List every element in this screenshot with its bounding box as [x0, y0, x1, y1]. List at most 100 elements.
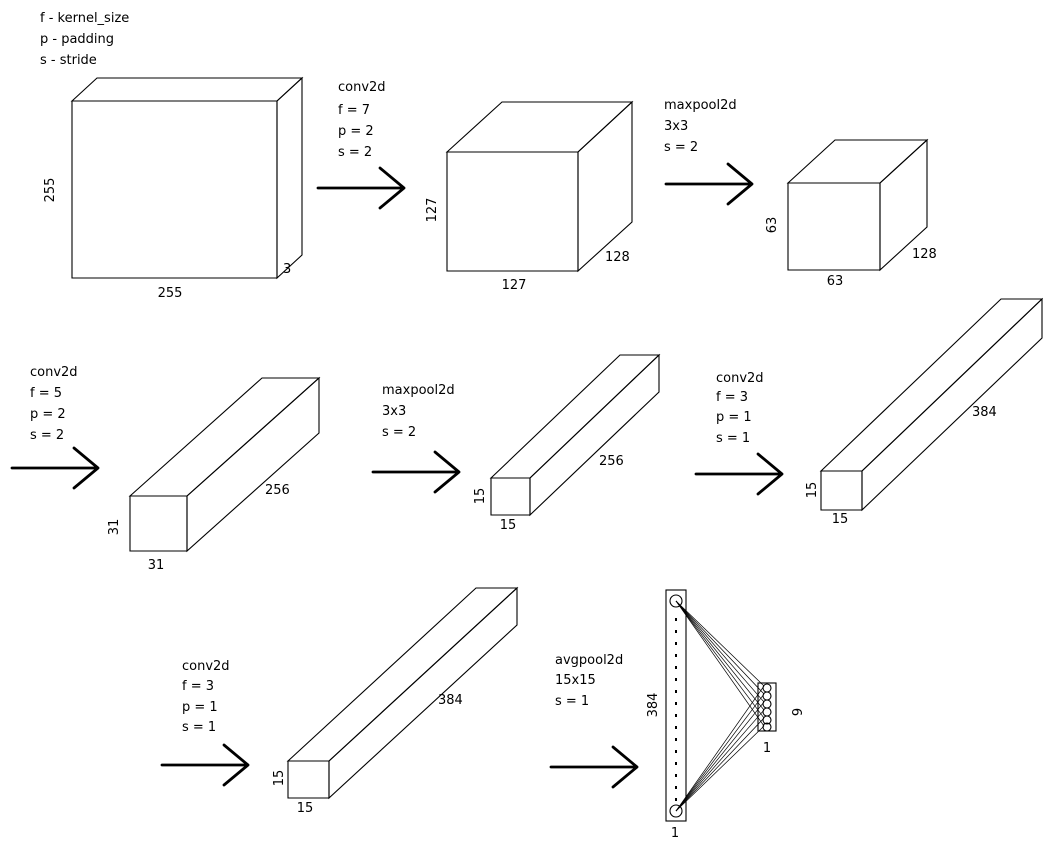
fc-connection-line: [675, 709, 765, 812]
ellipsis-dot: [675, 654, 677, 657]
op-2-param-size: 3x3: [664, 119, 688, 134]
block-1-side-face: [276, 76, 303, 280]
ellipsis-dot: [675, 762, 677, 765]
block-7-side-face: [328, 586, 518, 800]
block-3: 63 63 128: [765, 138, 937, 289]
block-3-height-label: 63: [765, 217, 780, 234]
ellipsis-dot: [675, 702, 677, 705]
block-1-width-label: 255: [158, 286, 183, 301]
ellipsis-dot: [675, 630, 677, 633]
fc-connections: [675, 600, 765, 812]
fc-output-node: [762, 699, 772, 709]
op-7-param-size: 15x15: [555, 673, 596, 688]
block-5-cuboid: [489, 353, 661, 517]
fc-connection-line: [675, 600, 765, 711]
ellipsis-dot: [675, 714, 677, 717]
block-2: 127 127 128: [425, 100, 634, 293]
block-1-top-face: [70, 77, 304, 102]
block-5-front-face: [490, 477, 531, 516]
block-3-width-label: 63: [827, 274, 844, 289]
block-1-front-face: [71, 100, 278, 279]
block-5-width-label: 15: [500, 518, 517, 533]
op-2-arrow: [664, 162, 754, 206]
fc-output-node: [762, 707, 772, 717]
block-6-depth-label: 384: [972, 405, 997, 420]
fc-output-node: [762, 683, 772, 693]
block-3-top-face: [786, 139, 929, 184]
fc-connection-line: [675, 701, 765, 812]
block-7-depth-label: 384: [438, 693, 463, 708]
fc-connection-line: [675, 600, 765, 687]
fc-input-box: [665, 589, 687, 822]
fc-output-height-label: 6: [788, 708, 803, 716]
fc-input-height-label: 384: [646, 693, 661, 718]
op-5-param-f: f = 3: [716, 390, 748, 405]
block-2-side-face: [577, 100, 633, 273]
legend-stride: s - stride: [40, 53, 97, 68]
op-5-arrow: [694, 452, 784, 496]
block-2-height-label: 127: [425, 198, 440, 223]
op-4-param-s: s = 2: [382, 425, 416, 440]
block-7-top-face: [286, 587, 519, 762]
op-4-param-size: 3x3: [382, 404, 406, 419]
fc-output-column: [757, 682, 777, 732]
op-6-param-f: f = 3: [182, 679, 214, 694]
op-3-conv2d: conv2d f = 5 p = 2 s = 2: [10, 365, 100, 490]
block-3-side-face: [879, 138, 928, 272]
op-6-conv2d: conv2d f = 3 p = 1 s = 1: [160, 659, 250, 787]
op-3-arrow: [10, 446, 100, 490]
block-6-top-face: [819, 298, 1043, 472]
block-3-front-face: [787, 182, 881, 271]
ellipsis-dot: [675, 786, 677, 789]
block-6-cuboid: [819, 297, 1043, 512]
op-4-name: maxpool2d: [382, 383, 455, 398]
legend: f - kernel_size p - padding s - stride: [40, 11, 129, 68]
op-2-maxpool2d: maxpool2d 3x3 s = 2: [664, 98, 754, 206]
fc-layer: 384 1 6 1: [646, 589, 803, 841]
block-4-cuboid: [128, 376, 321, 553]
op-7-arrow: [549, 745, 639, 789]
legend-padding: p - padding: [40, 32, 114, 47]
op-6-param-s: s = 1: [182, 720, 216, 735]
block-4: 31 31 256: [107, 376, 321, 573]
block-7: 15 15 384: [272, 586, 519, 816]
fc-connection-line: [675, 725, 765, 812]
ellipsis-dot: [675, 738, 677, 741]
op-1-param-s: s = 2: [338, 145, 372, 160]
block-5-depth-label: 256: [599, 454, 624, 469]
block-3-cuboid: [786, 138, 929, 272]
ellipsis-dot: [675, 798, 677, 801]
ellipsis-dot: [675, 750, 677, 753]
block-5: 15 15 256: [473, 353, 661, 533]
op-6-arrow: [160, 743, 250, 787]
block-4-top-face: [128, 377, 321, 497]
block-4-front-face: [129, 495, 188, 552]
op-7-name: avgpool2d: [555, 653, 623, 668]
fc-output-node: [762, 691, 772, 701]
ellipsis-dot: [675, 678, 677, 681]
block-2-depth-label: 128: [605, 250, 630, 265]
op-1-param-p: p = 2: [338, 124, 374, 139]
fc-input-node-bottom: [669, 804, 683, 818]
block-6-width-label: 15: [832, 512, 849, 527]
ellipsis-dot: [675, 726, 677, 729]
block-5-height-label: 15: [473, 488, 488, 505]
block-2-width-label: 127: [502, 278, 527, 293]
op-5-param-p: p = 1: [716, 410, 752, 425]
block-4-depth-label: 256: [265, 483, 290, 498]
block-4-width-label: 31: [148, 558, 165, 573]
ellipsis-dot: [675, 774, 677, 777]
block-2-front-face: [446, 151, 579, 272]
fc-connection-line: [675, 600, 765, 719]
block-1-depth-label: 3: [283, 262, 291, 277]
fc-connection-line: [675, 717, 765, 812]
op-2-name: maxpool2d: [664, 98, 737, 113]
op-2-param-s: s = 2: [664, 140, 698, 155]
block-7-front-face: [287, 760, 330, 799]
block-3-depth-label: 128: [912, 247, 937, 262]
op-5-param-s: s = 1: [716, 431, 750, 446]
fc-connection-line: [675, 600, 765, 727]
ellipsis-dot: [675, 690, 677, 693]
block-7-width-label: 15: [297, 801, 314, 816]
